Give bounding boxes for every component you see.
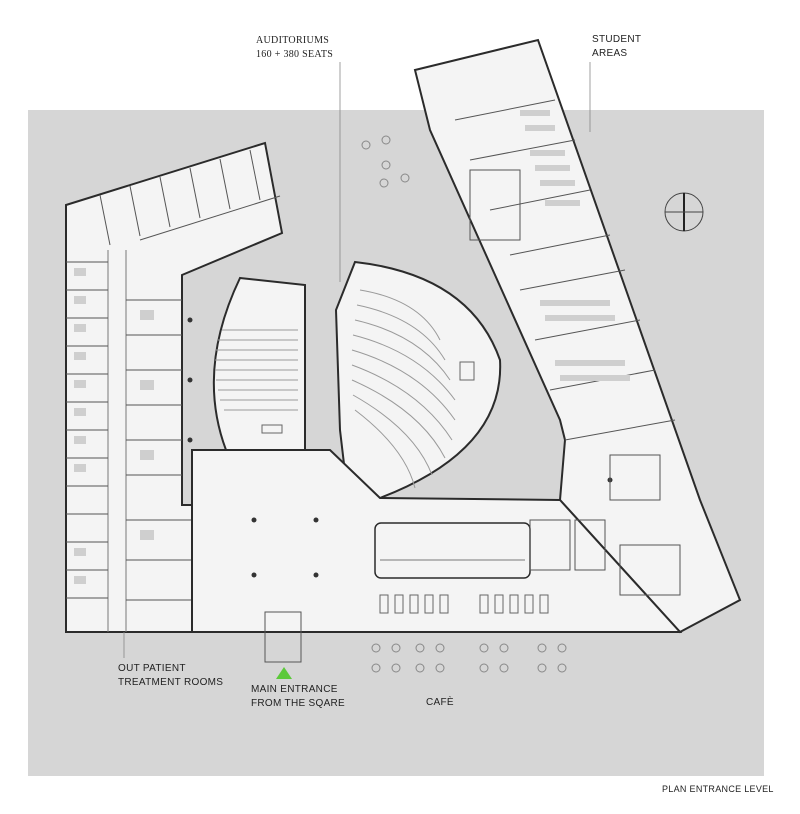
- auditoriums-title: AUDITORIUMS: [256, 35, 330, 46]
- auditoriums-seats: 160 + 380 SEATS: [256, 49, 334, 60]
- student-areas-line2: AREAS: [592, 48, 628, 59]
- large-auditorium: [334, 260, 502, 499]
- main-entrance-label: MAIN ENTRANCE FROM THE SQARE: [251, 683, 345, 711]
- student-areas-line1: STUDENT: [592, 34, 642, 45]
- triangle-marker-icon: [276, 667, 292, 679]
- outpatient-line2: TREATMENT ROOMS: [118, 677, 224, 688]
- main-entrance-line1: MAIN ENTRANCE: [251, 684, 338, 695]
- outdoor-cafe-tables: [361, 135, 567, 673]
- cafe-label: CAFÈ: [426, 697, 454, 708]
- main-entrance-line2: FROM THE SQARE: [251, 698, 346, 709]
- auditoriums-label: AUDITORIUMS 160 + 380 SEATS: [256, 34, 333, 62]
- compass-icon: [664, 192, 704, 232]
- outpatient-label: OUT PATIENT TREATMENT ROOMS: [118, 662, 223, 690]
- entrance-hall: [187, 317, 683, 663]
- plan-title: PLAN ENTRANCE LEVEL: [662, 784, 774, 794]
- outpatient-line1: OUT PATIENT: [118, 663, 186, 674]
- student-areas-label: STUDENT AREAS: [592, 33, 641, 61]
- outpatient-wing: [65, 141, 284, 633]
